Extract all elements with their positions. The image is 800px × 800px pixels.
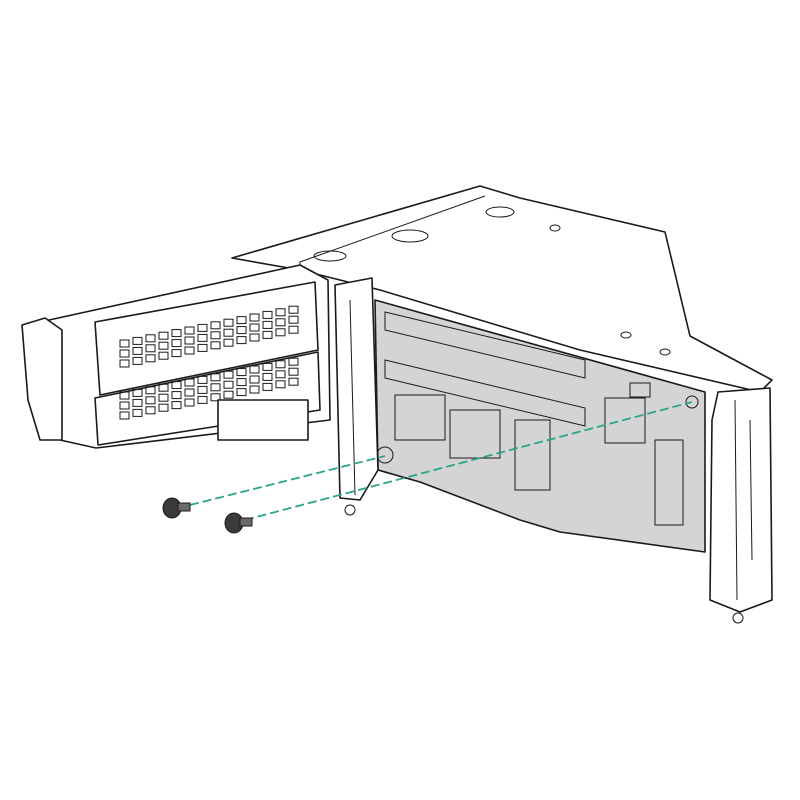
vent-cell (210, 341, 221, 350)
center-bracket (334, 277, 379, 516)
vent-cell (288, 315, 299, 324)
vent-cell (197, 395, 208, 404)
vent-cell (171, 349, 182, 358)
vent-cell (145, 406, 156, 415)
vent-cell (275, 370, 286, 379)
vent-cell (249, 333, 260, 342)
vent-cell (171, 381, 182, 390)
vent-cell (236, 326, 247, 335)
vent-cell (236, 368, 247, 377)
vent-cell (262, 330, 273, 339)
left-card-cage (21, 264, 331, 449)
vent-cell (197, 385, 208, 394)
vent-grille-lower (119, 357, 299, 420)
vent-cell (158, 383, 169, 392)
vent-cell (262, 382, 273, 391)
vent-cell (158, 341, 169, 350)
vent-cell (184, 326, 195, 335)
vent-cell (210, 373, 221, 382)
vent-cell (262, 320, 273, 329)
vent-cell (171, 329, 182, 338)
vent-cell (249, 375, 260, 384)
vent-cell (275, 360, 286, 369)
vent-cell (288, 357, 299, 366)
vent-cell (171, 339, 182, 348)
vent-cell (132, 356, 143, 365)
vent-cell (223, 390, 234, 399)
vent-cell (158, 393, 169, 402)
vent-cell (275, 328, 286, 337)
vent-cell (132, 408, 143, 417)
vent-cell (249, 323, 260, 332)
vent-cell (236, 316, 247, 325)
vent-cell (119, 359, 130, 368)
vent-cell (119, 401, 130, 410)
vent-cell (288, 367, 299, 376)
vent-cell (288, 377, 299, 386)
vent-cell (275, 380, 286, 389)
vent-cell (223, 318, 234, 327)
vent-cell (145, 344, 156, 353)
vent-cell (262, 310, 273, 319)
vent-cell (119, 391, 130, 400)
vent-cell (132, 388, 143, 397)
vent-cell (249, 313, 260, 322)
vent-cell (158, 403, 169, 412)
vent-cell (119, 349, 130, 358)
vent-cell (236, 388, 247, 397)
vent-cell (262, 372, 273, 381)
riser-board (374, 299, 706, 553)
screw-icon (162, 497, 191, 519)
vent-cell (145, 334, 156, 343)
vent-cell (288, 325, 299, 334)
vent-cell (262, 362, 273, 371)
guide-line-1 (189, 455, 386, 506)
guide-line-2 (244, 401, 693, 521)
vent-cell (275, 318, 286, 327)
right-bracket (709, 387, 773, 624)
vent-cell (119, 339, 130, 348)
vent-cell (223, 338, 234, 347)
vent-cell (158, 331, 169, 340)
vent-cell (275, 308, 286, 317)
vent-cell (184, 388, 195, 397)
vent-cell (184, 398, 195, 407)
vent-cell (132, 336, 143, 345)
vent-cell (210, 331, 221, 340)
vent-cell (249, 385, 260, 394)
vent-cell (197, 323, 208, 332)
vent-cell (197, 375, 208, 384)
vent-cell (236, 336, 247, 345)
vent-cell (145, 386, 156, 395)
vent-cell (223, 328, 234, 337)
vent-cell (249, 365, 260, 374)
vent-cell (171, 391, 182, 400)
vent-cell (223, 370, 234, 379)
vent-cell (145, 354, 156, 363)
vent-cell (171, 401, 182, 410)
vent-cell (184, 378, 195, 387)
vent-cell (210, 321, 221, 330)
vent-cell (184, 336, 195, 345)
vent-cell (210, 383, 221, 392)
vent-cell (132, 346, 143, 355)
vent-cell (119, 411, 130, 420)
vent-cell (145, 396, 156, 405)
vent-grille-upper (119, 305, 299, 368)
vent-cell (210, 393, 221, 402)
vent-cell (158, 351, 169, 360)
vent-cell (197, 343, 208, 352)
vent-cell (132, 398, 143, 407)
vent-cell (197, 333, 208, 342)
screw-icon (224, 512, 253, 534)
vent-cell (223, 380, 234, 389)
vent-cell (236, 378, 247, 387)
vent-cell (184, 346, 195, 355)
vent-cell (288, 305, 299, 314)
